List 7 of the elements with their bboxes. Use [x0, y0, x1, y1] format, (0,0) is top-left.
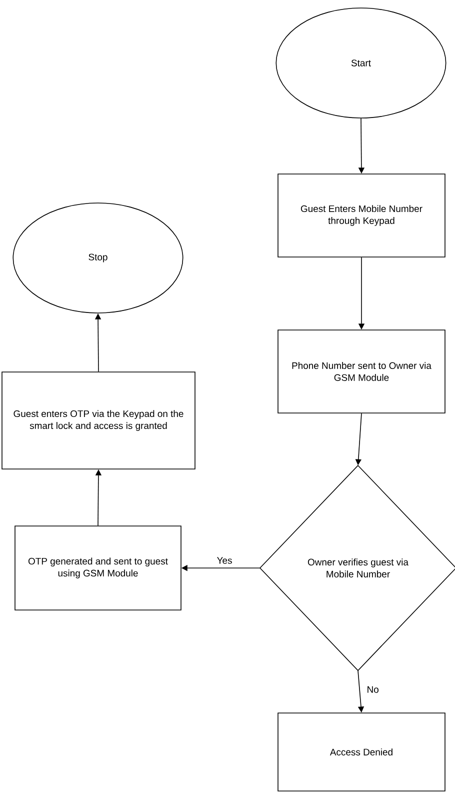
process-box: Guest enters OTP via the Keypad on the smart lock and access is granted [2, 372, 196, 470]
process-box: Phone Number sent to Owner via GSM Module [278, 330, 446, 414]
edge-label: No [366, 685, 380, 694]
process-box: OTP generated and sent to guest using GSM Module [14, 526, 182, 610]
process-box: Guest Enters Mobile Number through Keypad [278, 174, 446, 258]
process-box: Access Denied [278, 712, 446, 792]
edge-label: Yes [216, 556, 234, 565]
